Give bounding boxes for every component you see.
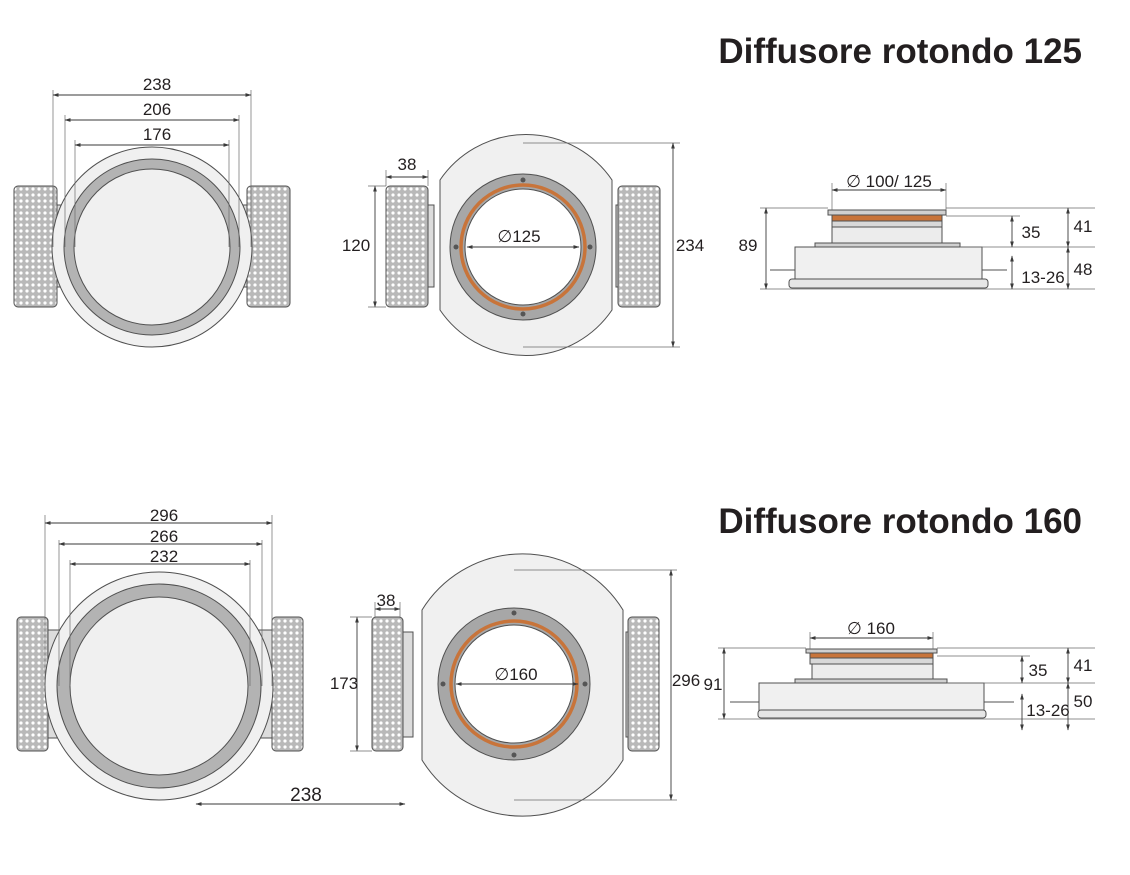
dim-125-back-120: 120 xyxy=(342,236,370,255)
side-view-125: ∅ 100/ 125 89 35 41 13-26 48 xyxy=(739,172,1095,290)
perforated-panel-right xyxy=(246,185,291,308)
dim-160-side-91: 91 xyxy=(704,675,723,694)
perforated-panel-left xyxy=(16,616,49,752)
dim-160-side-41: 41 xyxy=(1074,656,1093,675)
back-view-160: 38 173 ∅160 296 xyxy=(330,553,700,817)
dim-160-side-50: 50 xyxy=(1074,692,1093,711)
dim-125-back-diameter: ∅125 xyxy=(497,227,540,246)
dim-160-side-35: 35 xyxy=(1029,661,1048,680)
dim-125-side-89: 89 xyxy=(739,236,758,255)
perforated-panel-left xyxy=(385,185,429,308)
dim-160-back-diameter: ∅160 xyxy=(494,665,537,684)
dim-160-front-232: 232 xyxy=(150,547,178,566)
perforated-panel-right xyxy=(271,616,304,752)
front-view-125: 238 206 176 xyxy=(13,75,291,348)
dim-125-back-38: 38 xyxy=(398,155,417,174)
copper-seal xyxy=(459,183,587,311)
dim-125-front-176: 176 xyxy=(143,125,171,144)
title-diffuser-160: Diffusore rotondo 160 xyxy=(718,502,1082,541)
dim-125-front-238: 238 xyxy=(143,75,171,94)
dim-160-side-13-26: 13-26 xyxy=(1026,701,1069,720)
back-view-125: 38 120 ∅125 234 xyxy=(342,133,704,357)
dim-125-front-206: 206 xyxy=(143,100,171,119)
dim-125-side-diameter: ∅ 100/ 125 xyxy=(846,172,932,191)
perforated-panel-right xyxy=(627,616,660,752)
dim-160-front-238: 238 xyxy=(290,785,322,806)
dim-160-back-173: 173 xyxy=(330,674,358,693)
dim-125-side-35: 35 xyxy=(1022,223,1041,242)
dim-160-front-266: 266 xyxy=(150,527,178,546)
dim-125-side-41: 41 xyxy=(1074,217,1093,236)
title-diffuser-125: Diffusore rotondo 125 xyxy=(718,32,1082,71)
front-view-160: 296 266 232 238 xyxy=(16,506,406,806)
dim-160-back-296: 296 xyxy=(672,671,700,690)
dim-125-side-48: 48 xyxy=(1074,260,1093,279)
perforated-panel-left xyxy=(371,616,404,752)
perforated-panel-left xyxy=(13,185,58,308)
dim-160-back-38: 38 xyxy=(377,591,396,610)
perforated-panel-right xyxy=(617,185,661,308)
dim-160-front-296: 296 xyxy=(150,506,178,525)
side-view-160: ∅ 160 91 35 41 13-26 50 xyxy=(704,619,1095,731)
dim-125-back-234: 234 xyxy=(676,236,704,255)
dim-125-side-13-26: 13-26 xyxy=(1021,268,1064,287)
dim-160-side-diameter: ∅ 160 xyxy=(847,619,895,638)
